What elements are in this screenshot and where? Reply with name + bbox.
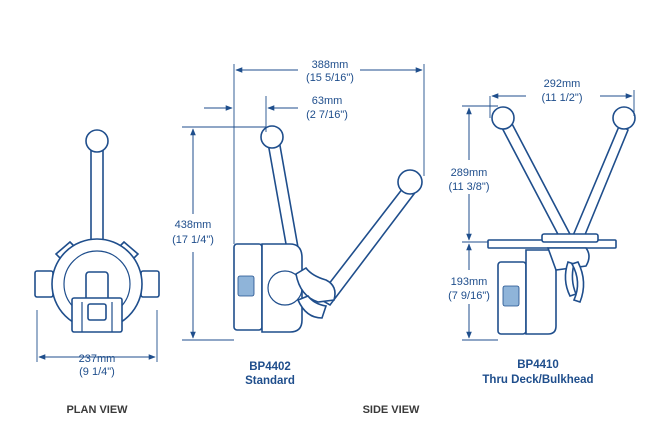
bp4402-height-mm: 438mm	[175, 219, 212, 231]
bp4410-below-in: (7 9/16")	[448, 290, 490, 302]
bp4410-bolt	[502, 285, 520, 307]
bp4402-body	[261, 243, 303, 333]
bp4410-below-mm: 193mm	[451, 276, 488, 288]
bp4410-left-handle	[498, 118, 574, 244]
plan-width-dimension: 237mm (9 1/4")	[36, 310, 158, 378]
bp4410-drawing	[487, 106, 636, 335]
bp4402-diagonal-knob	[397, 169, 423, 195]
plan-handle-knob	[85, 129, 109, 153]
bp4402-drawing	[233, 125, 423, 333]
plan-view-drawing	[34, 129, 160, 333]
bp4410-model: BP4410	[517, 359, 559, 371]
bp4410-spread-dimension: 292mm (11 1/2")	[489, 78, 635, 118]
plan-width-mm: 237mm	[79, 353, 116, 365]
bp4410-spread-mm: 292mm	[544, 78, 581, 90]
bp4410-right-knob	[612, 106, 636, 130]
bp4402-vertical-knob	[260, 125, 284, 149]
bp4410-left-knob	[491, 106, 515, 130]
bp4402-offset-dimension: 63mm (2 7/16")	[204, 95, 348, 132]
bp4402-model: BP4402	[249, 361, 291, 373]
plan-right-port	[140, 270, 160, 298]
bp4402-width-mm: 388mm	[312, 59, 349, 71]
bp4410-above-deck-dimension: 289mm (11 3/8")	[449, 105, 498, 243]
bp4402-offset-in: (2 7/16")	[306, 109, 348, 121]
bp4410-variant: Thru Deck/Bulkhead	[482, 374, 593, 386]
plan-left-port	[34, 270, 54, 298]
bp4410-above-mm: 289mm	[451, 167, 488, 179]
bp4410-body	[525, 249, 557, 335]
bp4402-height-in: (17 1/4")	[172, 234, 214, 246]
bp4402-height-dimension: 438mm (17 1/4")	[172, 126, 266, 341]
plan-width-in: (9 1/4")	[79, 366, 115, 378]
bp4402-overall-width-dimension: 388mm (15 5/16")	[233, 59, 425, 244]
bp4410-right-handle	[570, 122, 629, 244]
bp4402-width-in: (15 5/16")	[306, 72, 354, 84]
bp4402-bolt	[237, 275, 255, 297]
bp4402-elbow	[295, 266, 336, 303]
bp4402-variant: Standard	[245, 375, 295, 387]
bp4410-spread-in: (11 1/2")	[542, 92, 583, 104]
bp4410-below-deck-dimension: 193mm (7 9/16")	[448, 243, 498, 341]
bp4410-above-in: (11 3/8")	[449, 181, 490, 193]
side-view-label: SIDE VIEW	[363, 404, 420, 416]
bp4402-offset-mm: 63mm	[312, 95, 343, 107]
plan-view-label: PLAN VIEW	[66, 404, 128, 416]
